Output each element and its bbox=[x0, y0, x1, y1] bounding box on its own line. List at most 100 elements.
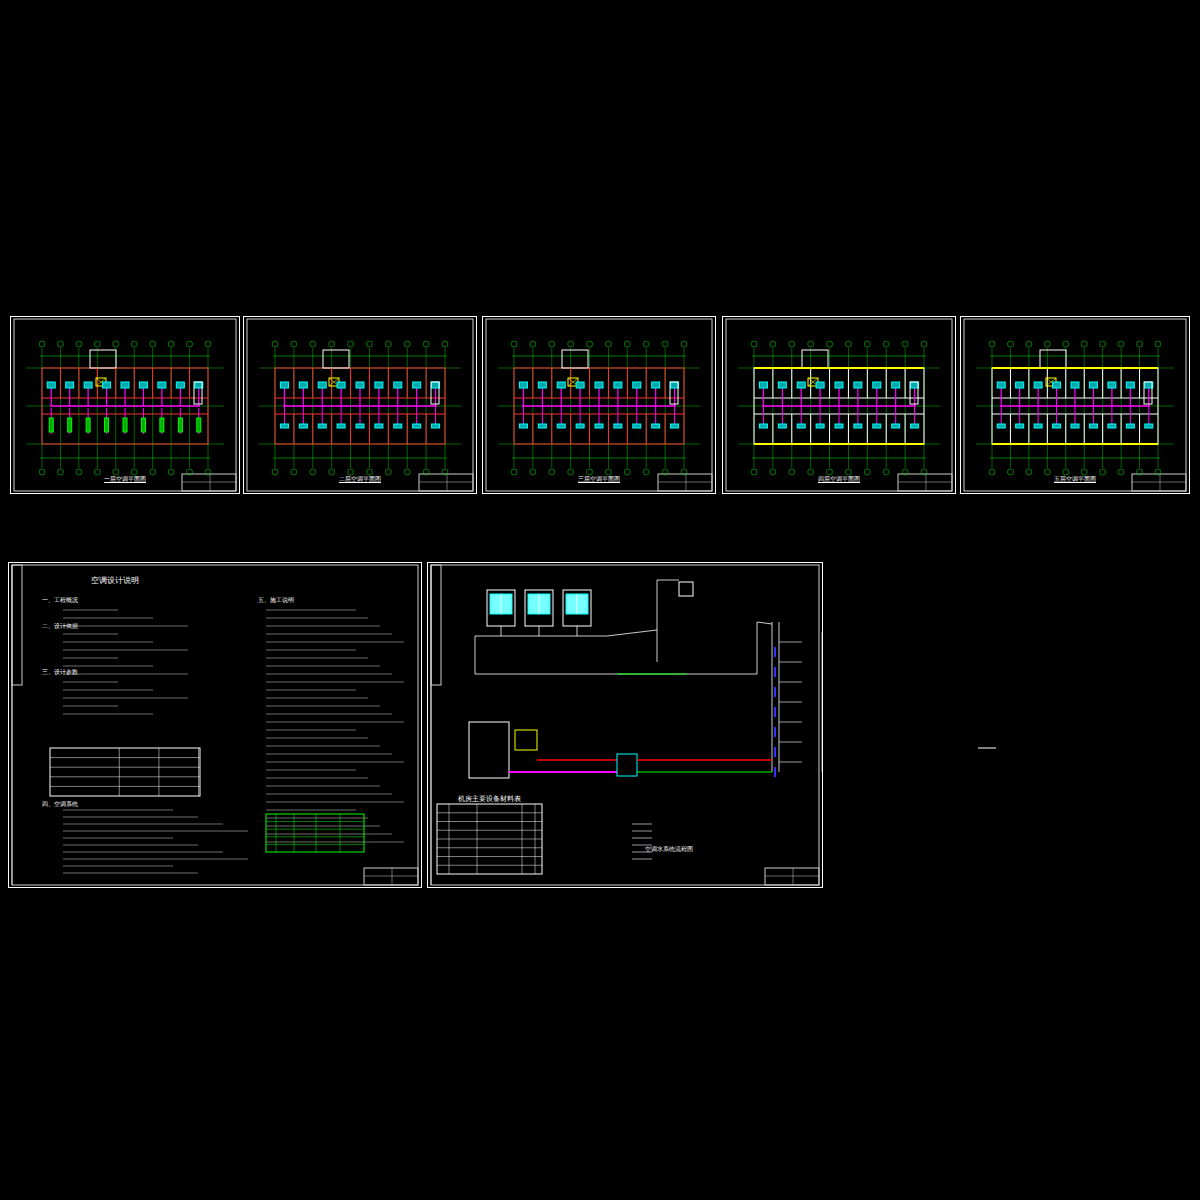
axis-bubble bbox=[385, 469, 391, 475]
sheet-drawing bbox=[12, 565, 418, 885]
axis-bubble bbox=[789, 469, 795, 475]
sheet-drawing bbox=[247, 319, 473, 491]
indoor-unit bbox=[318, 424, 326, 428]
table-rule bbox=[294, 814, 295, 852]
axis-bubble bbox=[530, 341, 536, 347]
unit-pipe bbox=[577, 626, 578, 636]
toilet-room bbox=[1144, 382, 1152, 404]
axis-line bbox=[886, 348, 887, 468]
axis-bubble bbox=[1044, 341, 1050, 347]
indoor-unit bbox=[103, 382, 111, 388]
axis-bubble bbox=[643, 341, 649, 347]
axis-bubble bbox=[291, 341, 297, 347]
note-text-line bbox=[266, 698, 368, 699]
axis-line bbox=[1121, 348, 1122, 468]
axis-bubble bbox=[385, 341, 391, 347]
partition-wall bbox=[532, 414, 533, 444]
branch-pipe bbox=[416, 388, 417, 406]
indoor-unit bbox=[595, 382, 603, 388]
axis-bubble bbox=[827, 469, 833, 475]
axis-bubble bbox=[168, 469, 174, 475]
axis-bubble bbox=[864, 341, 870, 347]
floor-branch bbox=[779, 642, 802, 643]
indoor-unit bbox=[1034, 424, 1042, 428]
legend-symbol bbox=[632, 831, 652, 832]
branch-pipe bbox=[378, 388, 379, 406]
note-text-line bbox=[63, 706, 118, 707]
partition-wall bbox=[1139, 368, 1140, 398]
partition-wall bbox=[829, 414, 830, 444]
axis-bubble bbox=[530, 469, 536, 475]
axis-bubble bbox=[57, 341, 63, 347]
axis-bubble bbox=[348, 469, 354, 475]
sheet-linework bbox=[12, 319, 1186, 885]
note-text-line bbox=[266, 730, 356, 731]
partition-wall bbox=[772, 368, 773, 398]
partition-wall bbox=[646, 414, 647, 444]
stair-core bbox=[323, 350, 349, 368]
axis-bubble bbox=[605, 469, 611, 475]
partition-wall bbox=[293, 414, 294, 444]
table-rule bbox=[198, 748, 199, 796]
stair-core bbox=[1040, 350, 1066, 368]
axis-line bbox=[646, 348, 647, 468]
note-text-line bbox=[266, 610, 356, 611]
indoor-unit bbox=[997, 424, 1005, 428]
title-block-rule bbox=[210, 474, 211, 491]
branch-pipe bbox=[763, 406, 764, 424]
branch-pipe bbox=[820, 388, 821, 406]
note-text-line bbox=[63, 642, 153, 643]
axis-bubble bbox=[39, 341, 45, 347]
branch-pipe bbox=[341, 406, 342, 424]
branch-pipe bbox=[88, 388, 89, 406]
axis-line bbox=[407, 348, 408, 468]
equipment-table bbox=[266, 814, 364, 852]
indoor-unit bbox=[816, 424, 824, 428]
partition-wall bbox=[551, 414, 552, 444]
floor-valve bbox=[774, 667, 776, 677]
partition-wall bbox=[1065, 368, 1066, 398]
note-text-line bbox=[63, 610, 118, 611]
axis-bubble bbox=[1007, 469, 1013, 475]
axis-bubble bbox=[272, 469, 278, 475]
branch-pipe bbox=[1074, 388, 1075, 406]
dimension-line bbox=[990, 458, 1160, 459]
branch-pipe bbox=[1111, 406, 1112, 424]
note-heading: 五、施工说明 bbox=[258, 596, 294, 603]
partition-wall bbox=[350, 414, 351, 444]
main-riser bbox=[772, 622, 773, 772]
toilet-room bbox=[910, 382, 918, 404]
legend-symbol bbox=[632, 824, 652, 825]
partition-wall bbox=[1121, 368, 1122, 398]
indoor-unit bbox=[299, 424, 307, 428]
axis-bubble bbox=[310, 469, 316, 475]
window-band bbox=[992, 367, 1158, 369]
axis-bubble bbox=[1063, 341, 1069, 347]
sheet-drawing bbox=[431, 565, 822, 885]
branch-pipe bbox=[1056, 406, 1057, 424]
partition-wall bbox=[1028, 368, 1029, 398]
note-text-line bbox=[266, 842, 404, 843]
axis-bubble bbox=[681, 341, 687, 347]
axis-line bbox=[791, 348, 792, 468]
partition-wall bbox=[134, 368, 135, 398]
note-text-line bbox=[266, 826, 380, 827]
indoor-unit bbox=[105, 418, 109, 432]
branch-pipe bbox=[435, 406, 436, 424]
branch-pipe bbox=[1038, 388, 1039, 406]
indoor-unit bbox=[432, 424, 440, 428]
indoor-unit bbox=[49, 418, 53, 432]
floor-valve bbox=[774, 727, 776, 737]
header-pipe bbox=[475, 636, 476, 674]
axis-bubble bbox=[789, 341, 795, 347]
indoor-unit bbox=[854, 424, 862, 428]
partition-wall bbox=[570, 414, 571, 444]
sheet-drawing bbox=[14, 319, 236, 491]
return-water-pipe bbox=[637, 771, 772, 772]
axis-bubble bbox=[1063, 469, 1069, 475]
partition-wall bbox=[407, 368, 408, 398]
note-text-line bbox=[63, 690, 153, 691]
indoor-unit bbox=[892, 382, 900, 388]
partition-wall bbox=[608, 368, 609, 398]
note-text-line bbox=[266, 658, 368, 659]
